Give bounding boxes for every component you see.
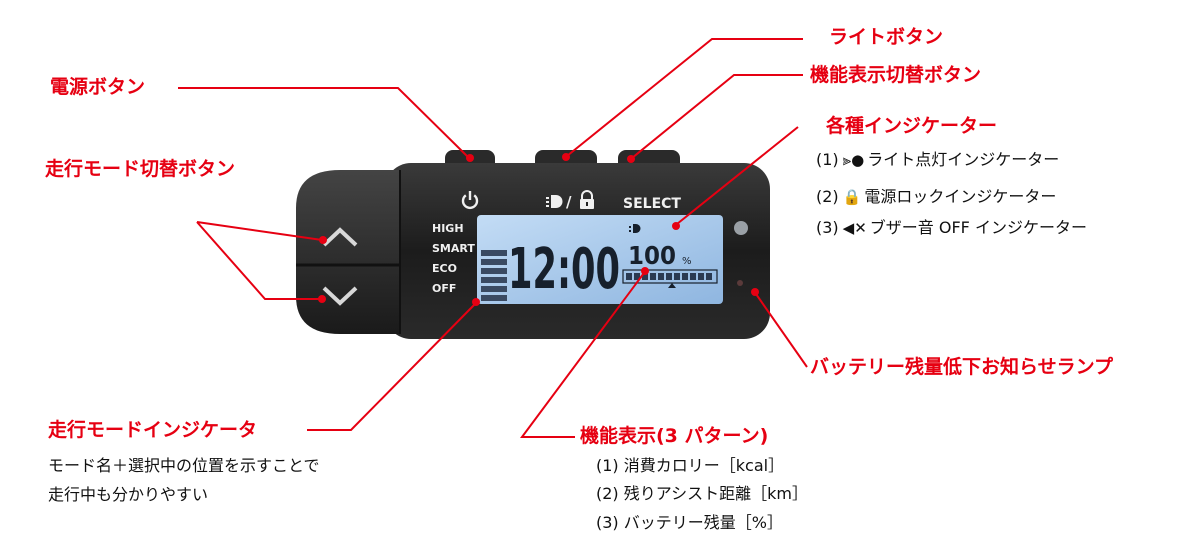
lcd-light-indicator-icon [629,224,641,233]
power-icon [461,191,479,210]
function-display-item-calories: (1) 消費カロリー［kcal］ [596,456,785,475]
function-display-title: 機能表示(3 パターン) [580,425,769,447]
indicator-item-light: (1)⫸●ライト点灯インジケーター [816,150,1060,169]
battery-low-lamp [737,280,743,286]
power-button-label: 電源ボタン [50,76,146,98]
chevron-up-icon[interactable] [322,227,358,247]
mode-high-label: HIGH [432,222,464,235]
lcd-time: 12:00 [508,237,620,302]
lock-icon: 🔒 [842,188,862,206]
mode-indicator-desc-line2: 走行中も分かりやすい [48,485,209,504]
light-button-label: ライトボタン [829,26,944,48]
lcd-screen [477,215,723,304]
speaker-mute-icon: ◀✕ [842,219,867,237]
mode-switch-button-label: 走行モード切替ボタン [45,158,236,180]
indicators-title: 各種インジケーター [826,115,998,137]
mode-off-label: OFF [432,282,456,295]
leader-lines [178,38,808,438]
indicator-item-lock: (2)🔒電源ロックインジケーター [816,187,1057,206]
headlight-icon: ⫸● [842,151,865,169]
lock-icon [580,190,594,209]
mode-indicator-desc-line1: モード名＋選択中の位置を示すことで [48,456,320,475]
battery-gauge [622,269,718,284]
mode-position-bars [481,250,507,301]
chevron-down-icon[interactable] [322,286,358,306]
light-icon [546,195,563,208]
function-display-item-battery: (3) バッテリー残量［%］ [596,513,783,532]
battery-gauge-segments [626,273,712,280]
mode-indicator-title: 走行モードインジケータ [48,419,258,441]
lcd-battery-percent: 100 [628,241,676,270]
mode-smart-label: SMART [432,242,475,255]
lcd-percent-unit: % [682,256,692,267]
indicator-item-buzzer: (3)◀✕ブザー音 OFF インジケーター [816,218,1087,237]
light-lock-separator: / [566,193,572,211]
function-switch-button-label: 機能表示切替ボタン [810,64,982,86]
ambient-sensor [734,221,748,235]
battery-lamp-label: バッテリー残量低下お知らせランプ [810,356,1114,378]
mode-eco-label: ECO [432,262,457,275]
select-label: SELECT [623,196,681,212]
function-display-item-distance: (2) 残りアシスト距離［km］ [596,484,808,503]
mode-switch-cap [296,170,400,334]
